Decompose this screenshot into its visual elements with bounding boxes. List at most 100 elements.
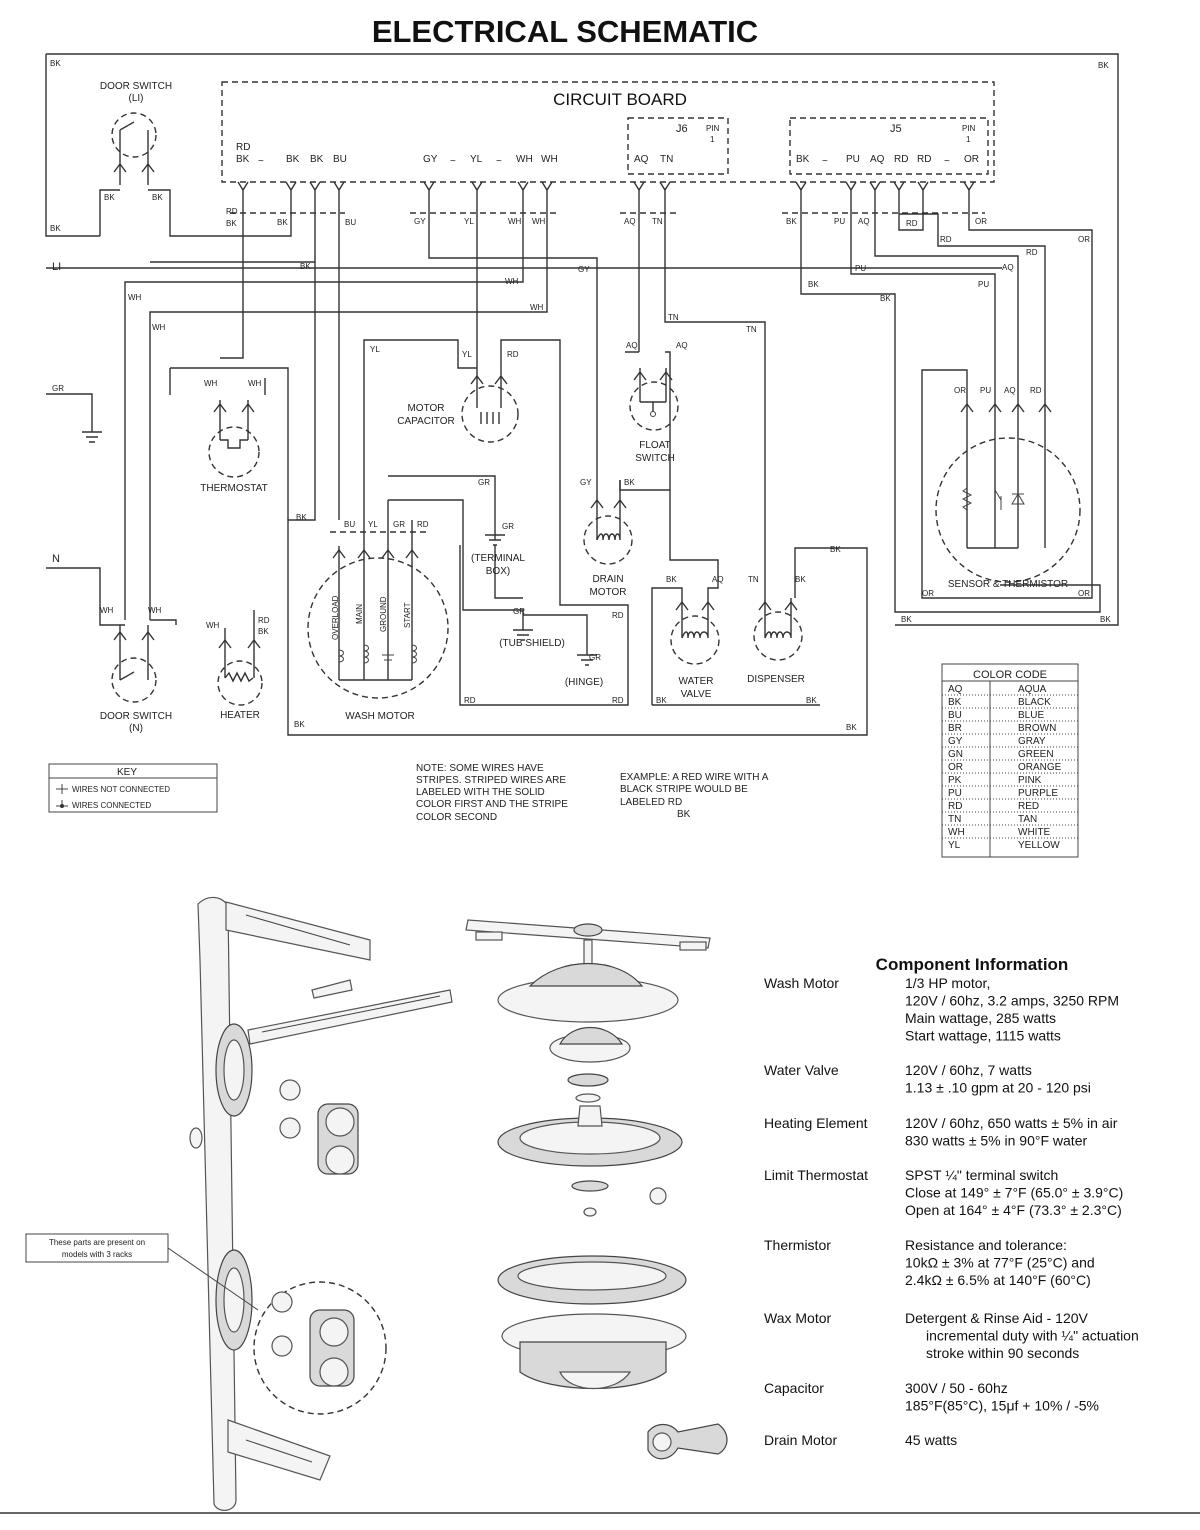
svg-text:WH: WH: [541, 154, 558, 165]
color-code-abbr: BK: [948, 697, 962, 708]
svg-text:SWITCH: SWITCH: [635, 453, 674, 464]
svg-text:(HINGE): (HINGE): [565, 677, 603, 688]
component-name: Drain Motor: [764, 1432, 837, 1448]
svg-text:J5: J5: [890, 123, 902, 135]
component-spec-line: Open at 164° ± 4°F (73.3° ± 2.3°C): [905, 1202, 1122, 1218]
svg-text:COLOR CODE: COLOR CODE: [973, 669, 1047, 681]
color-code-name: GREEN: [1018, 749, 1054, 760]
svg-text:1: 1: [966, 135, 971, 144]
svg-text:~: ~: [496, 156, 502, 167]
sensor-thermistor: OR PU AQ RD SENSOR & THERMISTOR: [935, 386, 1081, 590]
color-code-name: YELLOW: [1018, 840, 1060, 851]
component-spec-line: SPST ¼" terminal switch: [905, 1167, 1058, 1183]
svg-text:WIRES NOT CONNECTED: WIRES NOT CONNECTED: [72, 785, 170, 794]
svg-text:PU: PU: [980, 386, 991, 395]
svg-text:CAPACITOR: CAPACITOR: [397, 416, 454, 427]
color-code-abbr: GY: [948, 736, 963, 747]
svg-text:PIN: PIN: [962, 124, 976, 133]
svg-text:DOOR SWITCH: DOOR SWITCH: [100, 711, 172, 722]
svg-text:YL: YL: [462, 350, 472, 359]
svg-text:BK: BK: [50, 224, 61, 233]
svg-text:BK: BK: [666, 575, 677, 584]
color-code-abbr: GN: [948, 749, 963, 760]
component-name: Limit Thermostat: [764, 1167, 868, 1183]
svg-text:RD: RD: [906, 219, 918, 228]
svg-text:(LI): (LI): [129, 93, 144, 104]
svg-text:LABELED RD: LABELED RD: [620, 797, 682, 808]
note-block: NOTE: SOME WIRES HAVE STRIPES. STRIPED W…: [416, 763, 568, 823]
svg-text:WH: WH: [128, 293, 142, 302]
svg-text:(N): (N): [129, 723, 143, 734]
svg-text:AQ: AQ: [624, 217, 636, 226]
key-legend: KEY WIRES NOT CONNECTED WIRES CONNECTED: [48, 763, 218, 813]
svg-text:WH: WH: [508, 217, 522, 226]
svg-text:BK: BK: [880, 294, 891, 303]
svg-text:PU: PU: [834, 217, 845, 226]
svg-text:AQ: AQ: [1004, 386, 1016, 395]
svg-text:WH: WH: [152, 323, 166, 332]
svg-text:AQ: AQ: [1002, 263, 1014, 272]
svg-text:BU: BU: [345, 218, 356, 227]
circuit-board-label: CIRCUIT BOARD: [553, 90, 687, 109]
svg-text:PU: PU: [855, 264, 866, 273]
svg-text:BK: BK: [300, 262, 311, 271]
svg-text:AQ: AQ: [626, 341, 638, 350]
color-code-abbr: AQ: [948, 684, 963, 695]
svg-text:WH: WH: [206, 621, 220, 630]
svg-text:WH: WH: [530, 303, 544, 312]
component-name: Heating Element: [764, 1115, 868, 1131]
svg-text:FLOAT: FLOAT: [639, 440, 670, 451]
svg-text:RD: RD: [1030, 386, 1042, 395]
svg-text:THERMOSTAT: THERMOSTAT: [200, 483, 267, 494]
dispenser: TN BK BK DISPENSER: [652, 575, 820, 706]
svg-text:RD: RD: [417, 520, 429, 529]
component-spec-line: 1.13 ± .10 gpm at 20 - 120 psi: [905, 1080, 1091, 1096]
water-valve: BK AQ BK WATER VALVE: [651, 490, 724, 705]
svg-text:COLOR SECOND: COLOR SECOND: [416, 812, 497, 823]
ground-left: GR: [46, 384, 102, 443]
svg-text:BK: BK: [236, 154, 250, 165]
svg-text:GR: GR: [589, 653, 601, 662]
line-n-label: N: [52, 553, 60, 565]
svg-text:OR: OR: [922, 589, 934, 598]
svg-text:WH: WH: [516, 154, 533, 165]
component-spec-line: 1/3 HP motor,: [905, 975, 990, 991]
svg-text:WH: WH: [248, 379, 262, 388]
component-spec-line: 120V / 60hz, 7 watts: [905, 1062, 1032, 1078]
svg-text:WH: WH: [532, 217, 546, 226]
component-name: Thermistor: [764, 1237, 831, 1253]
svg-text:AQ: AQ: [676, 341, 688, 350]
svg-text:PU: PU: [978, 280, 989, 289]
svg-text:DOOR SWITCH: DOOR SWITCH: [100, 81, 172, 92]
svg-text:BK: BK: [1100, 615, 1111, 624]
svg-text:RD: RD: [226, 207, 238, 216]
connector-j5: [789, 117, 989, 175]
svg-text:1: 1: [710, 135, 715, 144]
color-code-name: BLUE: [1018, 710, 1044, 721]
svg-text:Component Information: Component Information: [876, 955, 1069, 974]
svg-text:BK: BK: [656, 696, 667, 705]
svg-text:RD: RD: [940, 235, 952, 244]
svg-text:OR: OR: [964, 154, 979, 165]
svg-text:GR: GR: [393, 520, 405, 529]
component-spec-line: incremental duty with ¼" actuation: [926, 1328, 1139, 1344]
component-spec-line: Resistance and tolerance:: [905, 1237, 1067, 1253]
svg-text:BK: BK: [258, 627, 269, 636]
svg-text:~: ~: [944, 156, 950, 167]
svg-text:BLACK STRIPE WOULD BE: BLACK STRIPE WOULD BE: [620, 784, 748, 795]
svg-text:~: ~: [450, 156, 456, 167]
svg-text:WH: WH: [148, 606, 162, 615]
heater: WH RD BK HEATER: [206, 610, 270, 721]
svg-text:GY: GY: [580, 478, 592, 487]
three-rack-callout: These parts are present on models with 3…: [25, 1233, 169, 1263]
svg-text:BK: BK: [152, 193, 163, 202]
color-code-abbr: RD: [948, 801, 962, 812]
svg-text:(TERMINAL: (TERMINAL: [471, 553, 525, 564]
component-name: Wax Motor: [764, 1310, 831, 1326]
svg-text:MAIN: MAIN: [355, 604, 364, 624]
component-spec-line: 10kΩ ± 3% at 77°F (25°C) and: [905, 1255, 1095, 1271]
svg-text:VALVE: VALVE: [681, 689, 712, 700]
color-code-abbr: OR: [948, 762, 963, 773]
svg-text:DRAIN: DRAIN: [592, 574, 623, 585]
